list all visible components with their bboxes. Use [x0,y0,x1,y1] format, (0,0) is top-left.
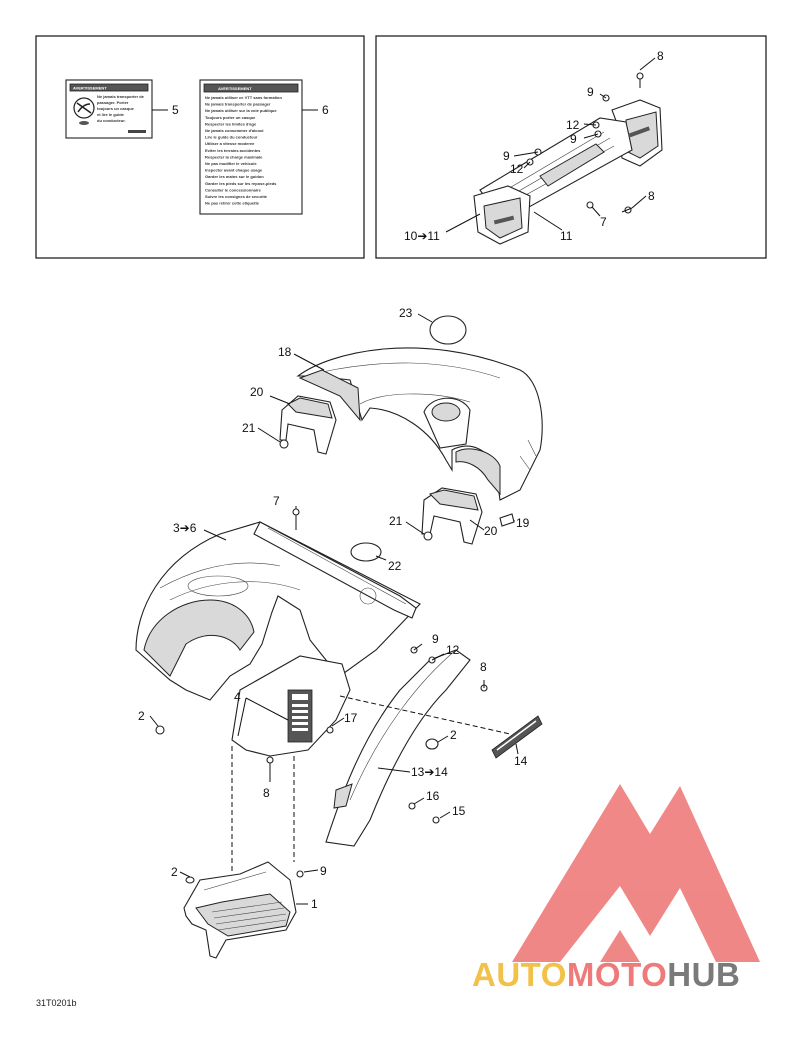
callout-6: 6 [322,103,329,117]
fender-cap-front [350,542,382,562]
callout-8-lower: 8 [263,786,270,800]
callout-20-upper: 20 [250,385,264,399]
callout-21-lower: 21 [389,514,403,528]
tail-light-bracket-upper [279,395,337,455]
decal-large-line: Ne pas modifier le vehicule [205,161,257,166]
callout-9-mid: 9 [432,632,439,646]
callout-10-11: 10➔11 [404,229,440,243]
callout-2-left: 2 [138,709,145,723]
bumper-panel-frame [375,35,767,259]
decal-large-line: Ne jamais transporter de passager [205,102,271,107]
callout-11: 11 [560,229,573,243]
logo-inner-triangle [600,930,640,962]
logo-word-hub: HUB [667,956,740,993]
logo-triangle [512,784,760,962]
callout-8-mid: 8 [480,660,487,674]
callout-12-a: 12 [566,118,580,132]
callout-8-top: 8 [657,49,664,63]
decal-large-line: Ne jamais utiliser sur la voie publique [205,108,277,113]
callout-2-mid: 2 [450,728,457,742]
flare-decal [491,715,543,759]
decal-large-heading: AVERTISSEMENT [218,86,252,91]
tail-light-bracket-lower [421,487,483,545]
callout-13-14: 13➔14 [411,765,448,779]
callout-7-bumper: 7 [600,215,607,229]
callout-7-fender: 7 [273,494,280,508]
warning-decal-small: AVERTISSEMENT Ne jamais transporter de p… [65,79,153,139]
decal-small-heading: AVERTISSEMENT [73,86,107,91]
front-bumper-assembly [473,72,663,245]
warning-decal-large: AVERTISSEMENT Ne jamais utiliser ce VTT … [199,79,303,215]
callout-20-lower: 20 [484,524,498,538]
callout-21-upper: 21 [242,421,256,435]
decal-small-line: et lire le guide [97,112,125,117]
decal-large-line: Lire le guide du conducteur [205,135,258,140]
callout-12-mid: 12 [446,643,460,657]
decal-panel-frame [35,35,365,259]
callout-15: 15 [452,804,466,818]
callout-23: 23 [399,306,413,320]
callout-14: 14 [514,754,528,768]
automotohub-logo [512,784,760,962]
decal-large-line: Respecter la charge maximale [205,154,263,159]
fender-cap [429,315,467,345]
decal-small-line: passager. Porter [97,100,129,105]
decal-large-line: Ne jamais utiliser ce VTT sans formation [205,95,282,100]
logo-word-auto: AUTO [472,956,567,993]
callout-17: 17 [344,711,358,725]
callout-9-bottom: 9 [320,864,327,878]
callout-22: 22 [388,559,402,573]
decal-large-line: Utiliser a vitesse moderee [205,141,255,146]
decal-large-line: Garder les mains sur le guidon [205,174,264,179]
front-fender [135,521,421,701]
decal-large-line: Toujours porter un casque [205,115,256,120]
nut-lower [423,531,433,541]
callout-18: 18 [278,345,292,359]
nut-upper [279,439,289,449]
decal-large-line: Consulter le concessionnaire [205,187,262,192]
callout-19: 19 [516,516,530,530]
callout-9-c: 9 [503,149,510,163]
callout-1: 1 [311,897,318,911]
decal-large-line: Suivre les consignes de securite [205,194,268,199]
logo-text: AUTOMOTOHUB [472,956,740,993]
callout-3-6: 3➔6 [173,521,197,535]
callout-12-b: 12 [510,162,524,176]
decal-small-line: toujours un casque [97,106,135,111]
figure-code: 31T0201b [36,998,77,1008]
rear-fender [296,347,543,501]
footrest [183,861,297,959]
reflector [499,513,515,527]
decal-large-line: Ne pas retirer cette etiquette [205,201,260,206]
decal-small-line: Ne jamais transporter de [97,94,145,99]
decal-large-line: Eviter les terrains accidentes [205,148,261,153]
decal-small-line: du conducteur. [97,118,126,123]
fender-flare [325,649,471,847]
side-panel [231,655,351,757]
callout-8-right: 8 [648,189,655,203]
decal-large-line: Ne jamais consommer d'alcool [205,128,264,133]
decal-large-line: Garder les pieds sur les repose-pieds [205,181,277,186]
decal-large-line: Respecter les limites d'age [205,121,257,126]
callout-9-a: 9 [587,85,594,99]
logo-word-moto: MOTO [567,956,667,993]
callout-4: 4 [234,690,241,704]
callout-9-b: 9 [570,132,577,146]
callout-2-bottom: 2 [171,865,178,879]
callout-5: 5 [172,103,179,117]
alignment-line [339,695,511,735]
decal-large-line: Inspecter avant chaque usage [205,168,263,173]
callout-16: 16 [426,789,440,803]
